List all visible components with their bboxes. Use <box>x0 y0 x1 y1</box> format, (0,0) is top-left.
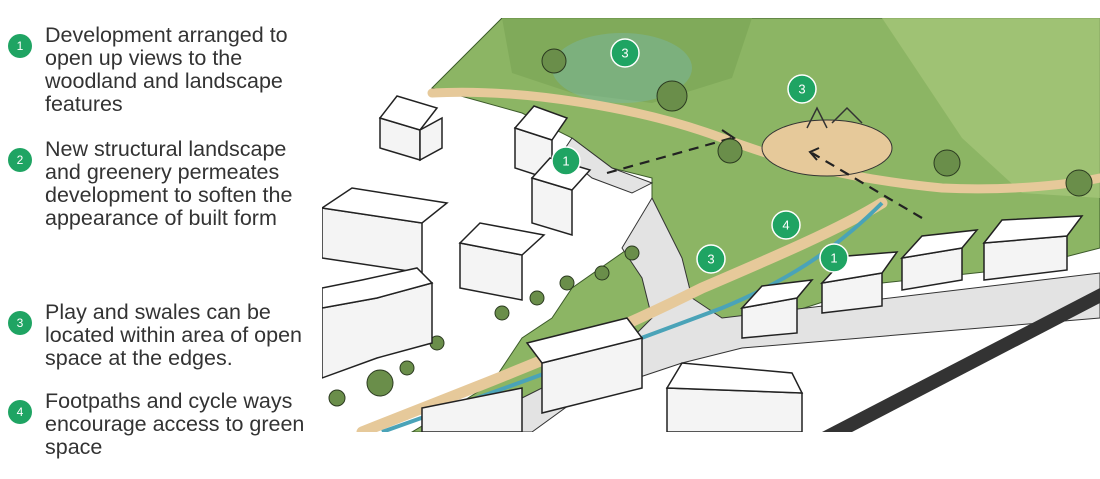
marker-label: 1 <box>830 251 837 266</box>
roof <box>458 222 546 256</box>
tree <box>541 48 567 74</box>
legend-text-2: New structural landscape and greenery pe… <box>45 137 293 230</box>
roof <box>982 215 1084 244</box>
marker-3-play: 3 <box>787 74 817 104</box>
site-illustration: 3 3 1 4 3 1 <box>322 18 1100 432</box>
roof <box>322 267 434 309</box>
house <box>419 116 443 162</box>
tree <box>594 265 610 281</box>
marker-4-footpath: 4 <box>771 210 801 240</box>
tree <box>399 360 415 376</box>
tree <box>933 149 961 177</box>
tree <box>328 389 346 407</box>
terrace <box>666 387 803 432</box>
marker-label: 3 <box>621 46 628 61</box>
legend-badge-2: 2 <box>8 148 32 172</box>
footpath-lower <box>356 197 888 432</box>
legend-badge-4: 4 <box>8 400 32 424</box>
trees <box>328 48 1093 407</box>
marker-3-woodland: 3 <box>610 38 640 68</box>
legend-text-1: Development arranged to open up views to… <box>45 23 288 116</box>
legend-item-3: 3 Play and swales can be located within … <box>8 301 310 370</box>
view-line-2 <box>811 152 923 219</box>
legend-item-1: 1 Development arranged to open up views … <box>8 24 310 116</box>
legend: 1 Development arranged to open up views … <box>0 0 318 479</box>
legend-badge-3: 3 <box>8 311 32 335</box>
roof <box>322 187 449 224</box>
roof <box>665 362 804 394</box>
tree <box>656 80 688 112</box>
legend-text-4: Footpaths and cycle ways encourage acces… <box>45 389 305 459</box>
roof <box>513 105 569 141</box>
tree <box>717 138 743 164</box>
marker-label: 4 <box>782 218 789 233</box>
marker-1-view: 1 <box>551 146 581 176</box>
tree <box>494 305 510 321</box>
tree <box>559 275 575 291</box>
meadow-area <box>882 18 1100 198</box>
marker-label: 1 <box>562 154 569 169</box>
legend-item-2: 2 New structural landscape and greenery … <box>8 138 310 230</box>
roof <box>525 317 644 364</box>
marker-3-swale: 3 <box>696 244 726 274</box>
buildings <box>322 95 1084 432</box>
tree <box>624 245 640 261</box>
legend-item-4: 4 Footpaths and cycle ways encourage acc… <box>8 390 310 459</box>
legend-text-3: Play and swales can be located within ar… <box>45 300 302 370</box>
wetland-tint <box>552 33 692 103</box>
tree <box>1065 169 1093 197</box>
tree <box>529 290 545 306</box>
play-area <box>761 119 893 177</box>
tree <box>366 369 394 397</box>
roof <box>378 95 439 131</box>
marker-label: 3 <box>707 252 714 267</box>
legend-badge-1: 1 <box>8 34 32 58</box>
terrace <box>421 387 523 432</box>
marker-label: 3 <box>798 82 805 97</box>
play-equipment <box>806 106 863 129</box>
road-edge-line <box>822 288 1100 432</box>
roof <box>739 279 814 310</box>
view-arrowhead-2 <box>808 147 820 161</box>
view-line-1 <box>606 136 733 175</box>
roof <box>899 229 979 260</box>
marker-1-development: 1 <box>819 243 849 273</box>
